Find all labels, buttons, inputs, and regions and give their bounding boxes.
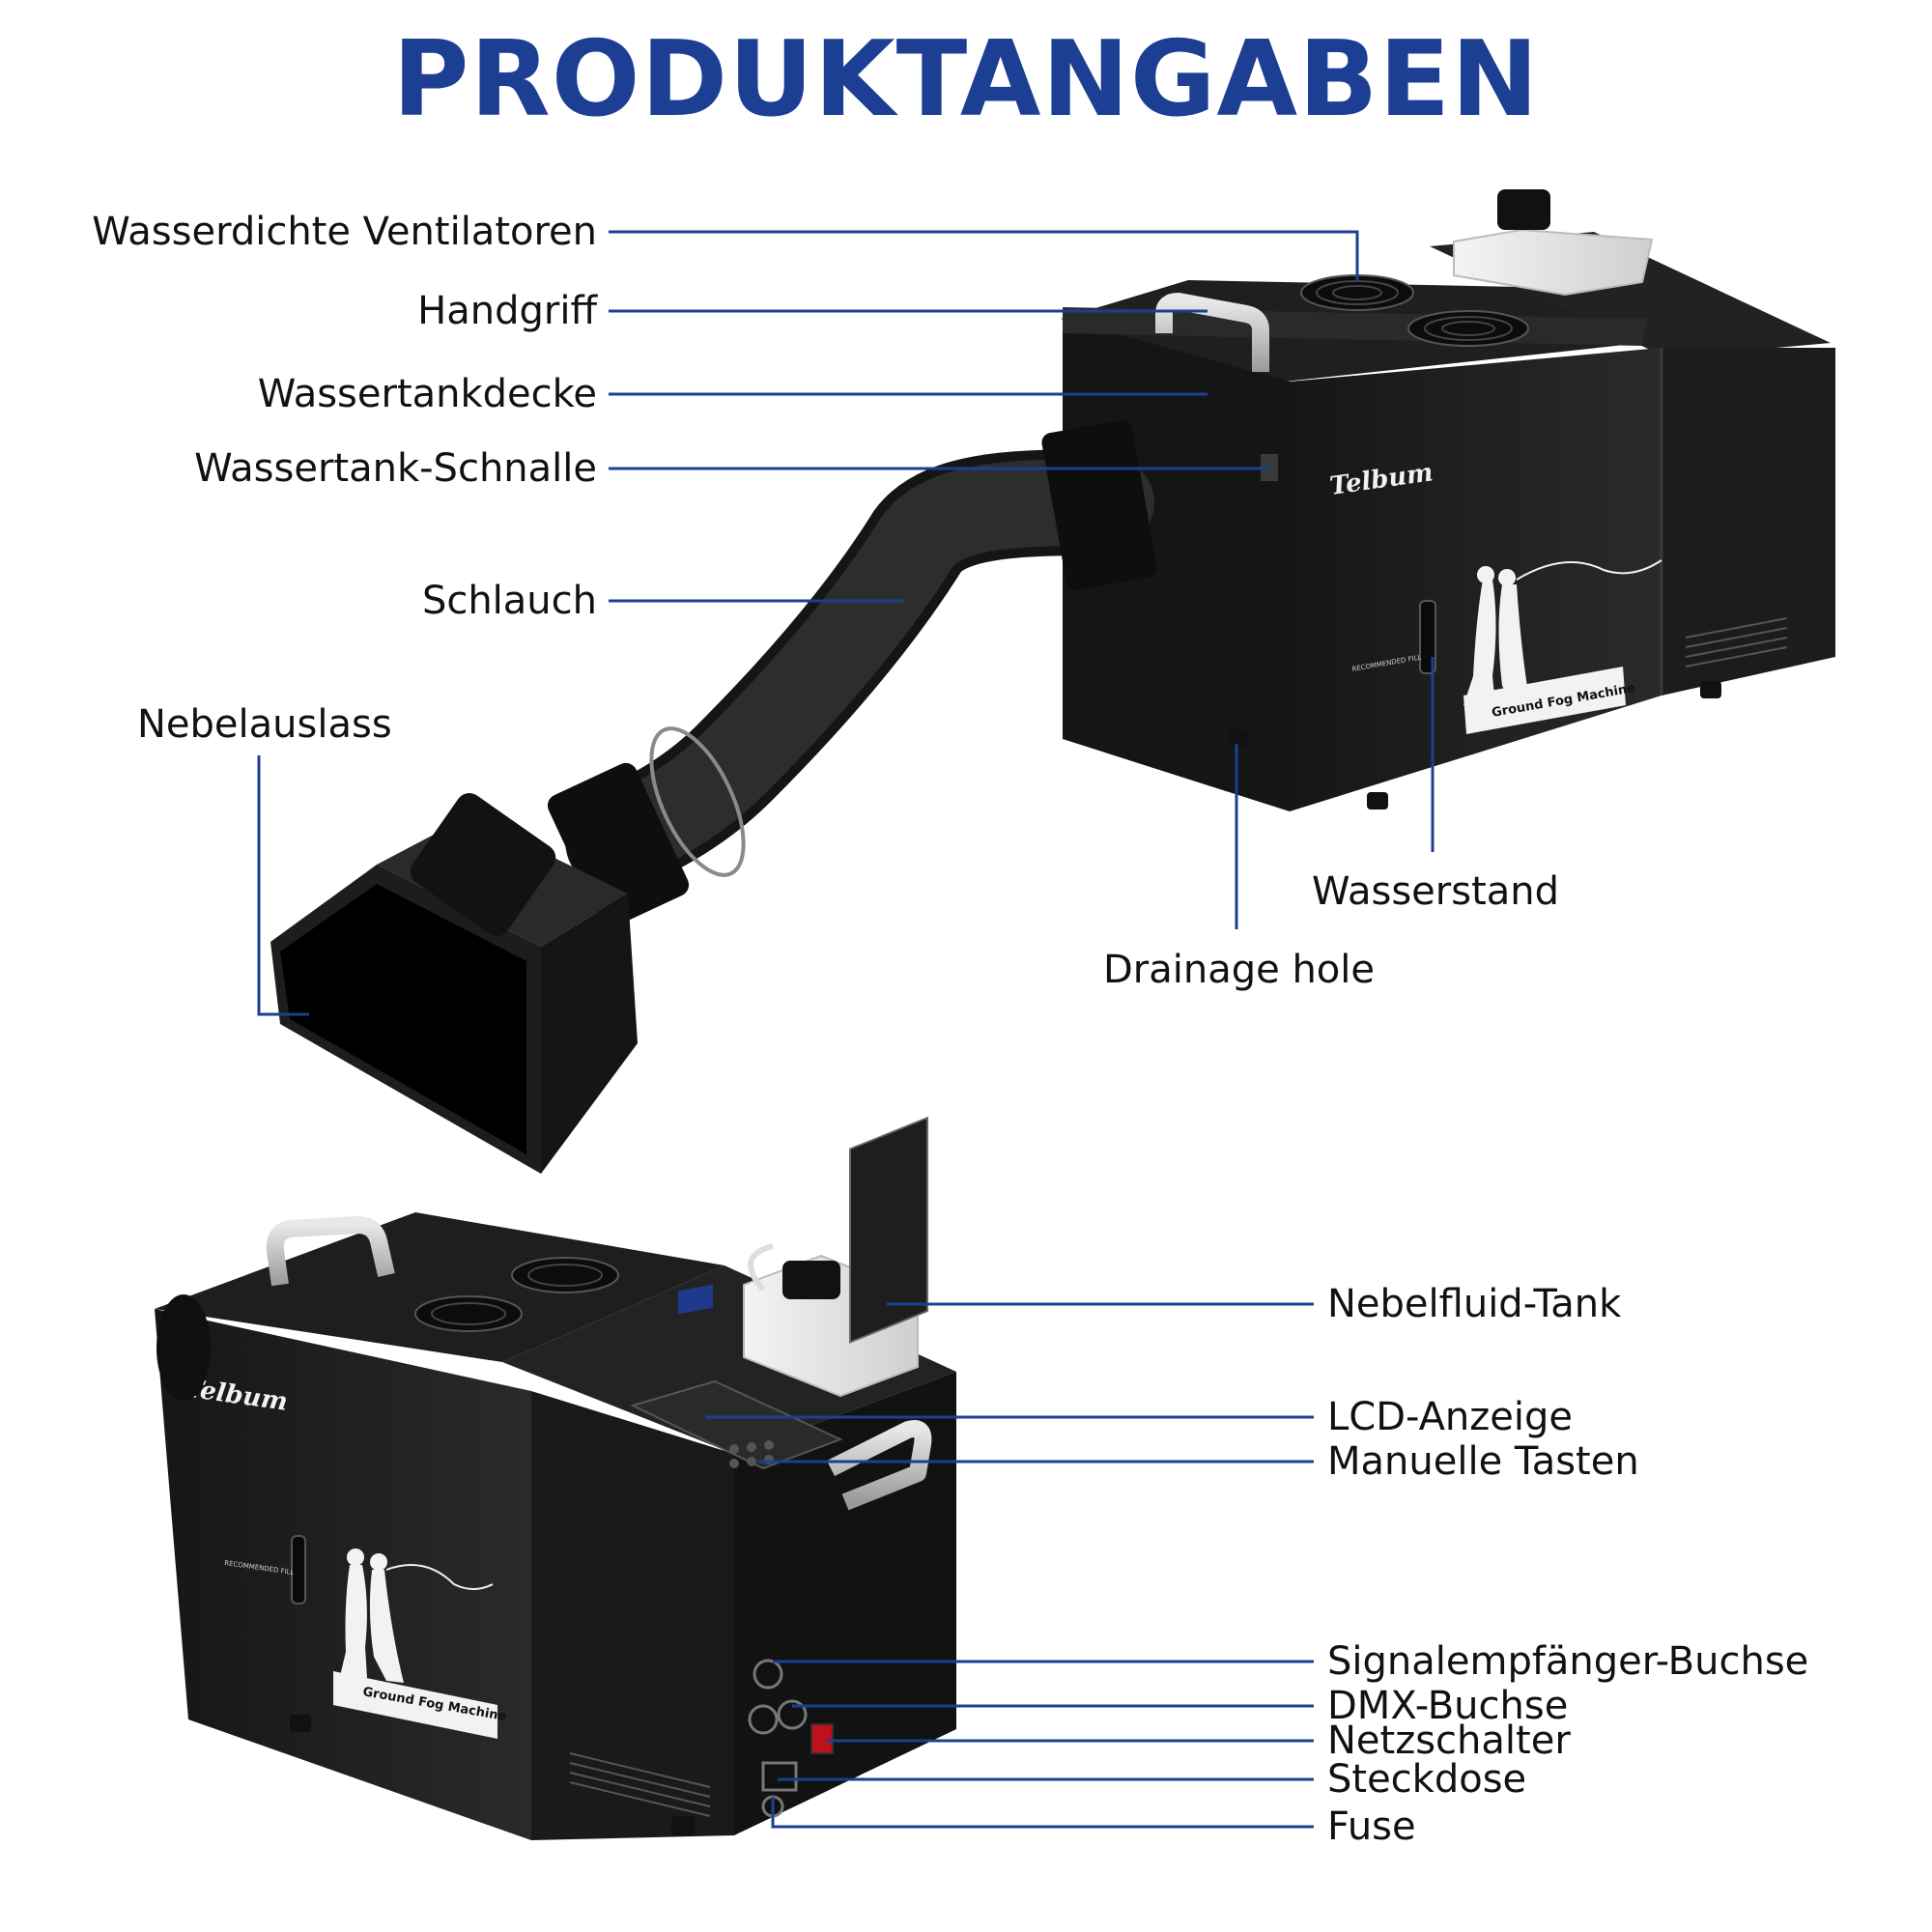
control-panel — [630, 1379, 843, 1470]
side-handle-icon — [826, 1420, 932, 1511]
power-switch[interactable] — [810, 1723, 834, 1754]
hose-coupling — [1041, 419, 1157, 590]
label-buttons: Manuelle Tasten — [1327, 1439, 1639, 1484]
outlet-ring — [156, 1294, 211, 1401]
machine-side-face — [1290, 348, 1662, 811]
callout-line-fuse — [771, 1797, 1314, 1829]
fan-icon — [1300, 274, 1414, 311]
label-fluid-tank: Nebelfluid-Tank — [1327, 1282, 1622, 1326]
fog-outlet — [270, 793, 638, 1174]
fan-icon — [511, 1257, 619, 1293]
signal-socket[interactable] — [753, 1659, 783, 1690]
machine-top-face — [155, 1212, 724, 1362]
vent-grille — [1685, 617, 1788, 668]
foot-icon — [1700, 681, 1721, 698]
power-socket[interactable] — [761, 1761, 798, 1792]
label-handle: Handgriff — [417, 289, 597, 333]
couple-illustration — [1463, 559, 1662, 710]
foot-icon — [1229, 729, 1248, 747]
callout-line-fog-outlet — [257, 755, 309, 1016]
handle-icon — [1155, 293, 1269, 372]
fluid-tank-icon — [1453, 228, 1654, 297]
machine-top-face — [502, 1265, 956, 1454]
tank-cap-icon — [1497, 189, 1550, 230]
fan-icon — [414, 1295, 523, 1332]
page-title: PRODUKTANGABEN — [392, 19, 1540, 140]
control-section — [1662, 348, 1835, 696]
handle-icon — [266, 1216, 395, 1287]
label-signal-socket: Signalempfänger-Buchse — [1327, 1639, 1809, 1684]
label-water-level: Wasserstand — [1312, 869, 1560, 914]
fan-icon — [1407, 310, 1529, 347]
label-drainage: Drainage hole — [1103, 948, 1375, 992]
label-fog-outlet: Nebelauslass — [137, 702, 392, 747]
foot-icon — [671, 1816, 695, 1835]
hose-coupling — [547, 762, 690, 928]
label-tank-cover: Wassertankdecke — [257, 372, 597, 416]
tank-cap-icon — [782, 1261, 840, 1299]
warning-label — [849, 1116, 928, 1344]
vent-grille — [569, 1752, 711, 1817]
product-sticker — [1463, 667, 1626, 734]
callout-lines — [705, 1302, 1314, 1829]
foot-icon — [1367, 792, 1388, 810]
lcd-display[interactable] — [678, 1284, 713, 1315]
outlet-side — [541, 894, 638, 1174]
callout-lines — [257, 230, 1435, 1016]
water-level-window — [291, 1535, 306, 1605]
callout-line-fans — [609, 230, 1359, 280]
couple-illustration — [340, 1548, 494, 1683]
label-lcd: LCD-Anzeige — [1327, 1395, 1574, 1439]
label-power-switch: Netzschalter — [1327, 1719, 1571, 1763]
control-face — [531, 1391, 734, 1840]
label-fans: Wasserdichte Ventilatoren — [92, 210, 597, 254]
label-fuse: Fuse — [1327, 1804, 1416, 1849]
water-level-window — [1419, 600, 1436, 674]
dmx-socket[interactable] — [748, 1704, 779, 1735]
label-dmx: DMX-Buchse — [1327, 1684, 1569, 1728]
hose — [547, 419, 1164, 928]
label-hose: Schlauch — [421, 579, 597, 623]
label-tank-buckle: Wassertank-Schnalle — [194, 446, 597, 491]
foot-icon — [290, 1715, 311, 1732]
product-sticker — [333, 1671, 497, 1739]
outlet-ring — [410, 793, 556, 936]
bottom-machine: Telbum Ground Fog Machine RECOMMENDED FI… — [155, 1116, 956, 1840]
top-machine: Telbum Ground Fog Machine RECOMMENDED FI… — [1061, 189, 1835, 811]
dmx-socket[interactable] — [777, 1699, 808, 1730]
label-power-socket: Steckdose — [1327, 1757, 1527, 1802]
